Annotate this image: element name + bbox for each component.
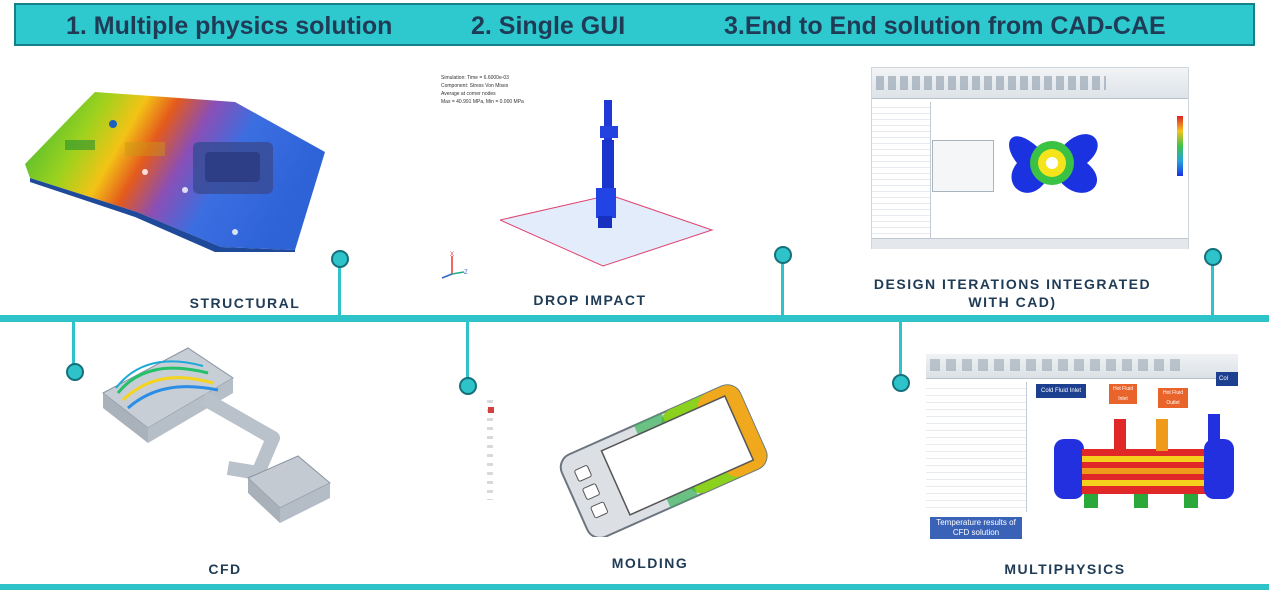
drop-impact-readout: Simulation: Time = 6.6000e-03 Component:… [441,74,561,106]
connector-drop-impact [781,262,784,316]
banner-item-single-gui: 2. Single GUI [471,12,626,40]
connector-multiphysics [899,322,902,374]
timeline-bottom-line [0,584,1269,590]
banner-item-end-to-end: 3.End to End solution from CAD-CAE [724,12,1166,40]
mp-tree-panel [926,382,1027,512]
node-multiphysics [892,374,910,392]
header-banner: 1. Multiple physics solution 2. Single G… [14,3,1255,46]
label-drop-impact: DROP IMPACT [533,292,647,308]
axis-triad-icon: X Z [441,252,468,279]
connector-molding [466,322,469,378]
axis-label-z: Z [464,270,468,276]
label-structural: STRUCTURAL [189,295,301,311]
banner-item-multiple-physics: 1. Multiple physics solution [66,12,393,40]
drop-impact-image [500,100,714,267]
connector-design [1211,264,1214,316]
heat-exchanger-image [1054,414,1234,508]
cad-ribbon-icons [876,76,1106,90]
mp-caption: Temperature results of CFD solution [930,517,1022,539]
callout-cold-inlet: Cold Fluid Inlet [1036,384,1086,398]
multiphysics-screenshot: Cold Fluid Inlet Hot Fluid Inlet Hot Flu… [926,354,1238,540]
node-molding [459,377,477,395]
label-cfd: CFD [208,561,242,577]
mp-ribbon-icons [930,359,1180,371]
callout-hot-outlet: Hot Fluid Outlet [1158,388,1188,408]
readout-simulation: Simulation: Time = 6.6000e-03 [441,75,509,81]
connector-structural [338,266,341,316]
label-design-iterations: DESIGN ITERATIONS INTEGRATED WITH CAD) [873,276,1152,310]
node-design [1204,248,1222,266]
cad-tree-panel [872,102,931,238]
molding-image [559,384,768,537]
readout-range: Max = 40.991 MPa, Min = 0.000 MPa [441,99,524,105]
label-multiphysics: MULTIPHYSICS [1004,561,1126,577]
cad-colorbar [1177,116,1183,176]
node-drop-impact [774,246,792,264]
readout-component: Component: Stress Von Mises [441,83,509,89]
cad-statusbar [872,238,1188,249]
structural-pcb-image [25,92,325,252]
connector-cfd [72,322,75,366]
cad-dialog [932,140,994,192]
axis-label-x: X [450,252,454,258]
molding-toolbar-strip [487,400,493,500]
timeline-main-line [0,315,1269,322]
molding-marker-icon [488,407,494,413]
readout-average: Average at corner nodes [441,91,496,97]
fan-result-image [1009,134,1098,193]
node-cfd [66,363,84,381]
design-iterations-screenshot [871,67,1189,249]
callout-cold-partial: Col [1216,372,1238,386]
cfd-image [102,347,331,523]
node-structural [331,250,349,268]
callout-hot-inlet: Hot Fluid Inlet [1109,384,1137,404]
label-molding: MOLDING [611,555,689,571]
